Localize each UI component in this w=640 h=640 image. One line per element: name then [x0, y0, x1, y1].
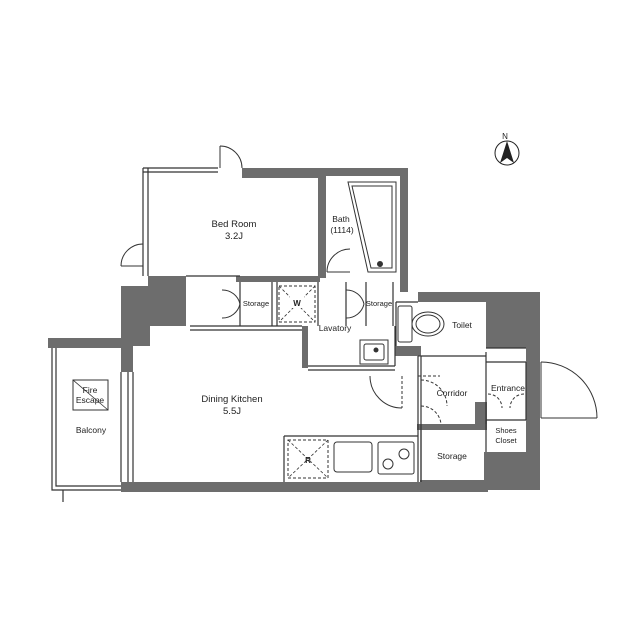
bedroom-name: Bed Room	[212, 219, 257, 230]
kitchen-counter	[287, 439, 415, 479]
bath-size: (1114)	[330, 225, 353, 235]
storage-bed-label: Storage	[243, 299, 269, 308]
outline-lines	[127, 167, 527, 482]
storage-lav-label: Storage	[366, 299, 392, 308]
shoes-closet-label-2: Closet	[495, 436, 517, 445]
balcony-outline	[48, 338, 122, 502]
corridor-label: Corridor	[437, 388, 468, 398]
fire-escape-label-2: Escape	[76, 395, 105, 405]
balcony-label: Balcony	[76, 425, 107, 435]
doors	[120, 145, 598, 425]
storage-main-label: Storage	[437, 451, 467, 461]
wash-basin	[359, 339, 389, 365]
fire-escape-hatch: Fire Escape	[72, 379, 109, 411]
washer-label: W	[293, 299, 301, 308]
room-labels: Bed Room 3.2J Bath (1114) Storage W Stor…	[76, 214, 525, 465]
dining-name: Dining Kitchen	[201, 394, 262, 405]
north-arrow-icon: N	[494, 132, 520, 166]
bath-name: Bath	[332, 214, 350, 224]
entrance-label: Entrance	[491, 383, 525, 393]
walls	[121, 168, 540, 492]
lavatory-label: Lavatory	[319, 323, 352, 333]
compass-label: N	[502, 132, 508, 141]
washer-space	[278, 285, 316, 323]
bathtub	[347, 181, 397, 273]
shoes-closet-label-1: Shoes	[495, 426, 517, 435]
toilet-label: Toilet	[452, 320, 472, 330]
bedroom-size: 3.2J	[225, 231, 243, 242]
toilet-fixture	[397, 305, 445, 343]
dining-size: 5.5J	[223, 406, 241, 417]
fire-escape-label-1: Fire	[83, 385, 98, 395]
fridge-label: R	[305, 456, 311, 465]
